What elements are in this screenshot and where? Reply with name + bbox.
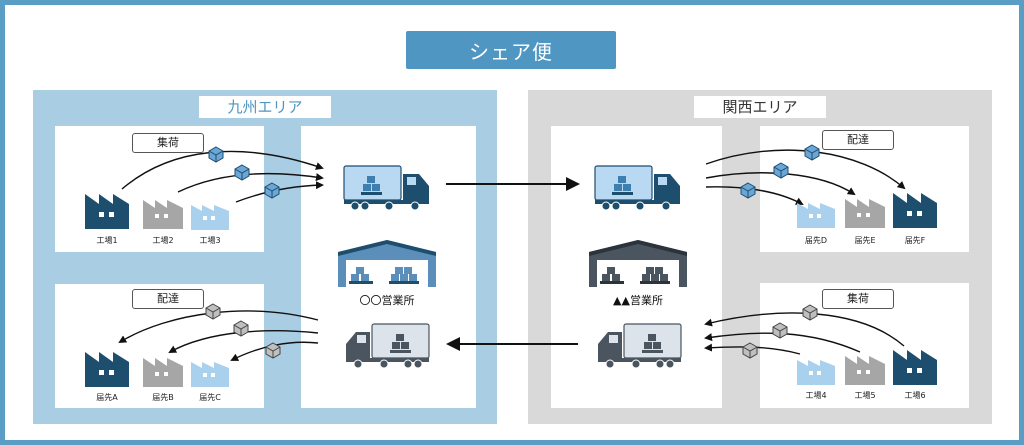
- kansai-collect-pill: 集荷: [822, 289, 894, 309]
- page-title: シェア便: [406, 31, 616, 69]
- warehouse-kyushu-icon: [338, 240, 436, 287]
- office-kansai-label: ▲▲営業所: [613, 294, 663, 307]
- kyushu-area-label: 九州エリア: [199, 96, 331, 118]
- warehouse-kansai-icon: [589, 240, 687, 287]
- factory-3-label: 工場3: [199, 236, 221, 245]
- truck-kyushu-inbound-icon: [346, 323, 430, 369]
- package-icon: [265, 342, 281, 359]
- arrow-kansai-deliver-d: [705, 186, 804, 205]
- factory-1-icon: [85, 194, 129, 229]
- kyushu-deliver-pill: 配達: [132, 289, 204, 309]
- package-icon: [772, 322, 788, 339]
- destination-b-icon: [143, 358, 183, 387]
- destination-a-icon: [85, 352, 129, 387]
- arrow-kansai-collect-6: [704, 312, 905, 347]
- destination-e-label: 届先E: [854, 236, 876, 245]
- kansai-area-label: 関西エリア: [694, 96, 826, 118]
- factory-1-label: 工場1: [96, 236, 118, 245]
- truck-kansai-inbound-icon: [594, 165, 680, 211]
- factory-6-label: 工場6: [904, 391, 926, 400]
- factory-2-icon: [143, 200, 183, 229]
- destination-f-label: 届先F: [904, 236, 926, 245]
- factory-4-icon: [797, 360, 835, 385]
- destination-b-label: 届先B: [152, 393, 174, 402]
- package-icon: [264, 182, 280, 199]
- destination-a-label: 届先A: [96, 393, 118, 402]
- truck-kansai-outbound-icon: [598, 323, 682, 369]
- package-icon: [208, 146, 224, 163]
- package-icon: [234, 164, 250, 181]
- factory-2-label: 工場2: [152, 236, 174, 245]
- package-icon: [742, 342, 758, 359]
- arrow-kyushu-collect-2: [177, 172, 324, 193]
- office-kyushu-label: 〇〇営業所: [359, 294, 415, 307]
- package-icon: [233, 320, 249, 337]
- destination-c-label: 届先C: [199, 393, 221, 402]
- package-icon: [205, 303, 221, 320]
- factory-3-icon: [191, 205, 229, 230]
- factory-6-icon: [893, 350, 937, 385]
- package-icon: [802, 304, 818, 321]
- destination-d-label: 届先D: [804, 236, 828, 245]
- destination-f-icon: [893, 193, 937, 228]
- truck-kyushu-outbound-icon: [343, 165, 429, 211]
- kansai-deliver-pill: 配達: [822, 130, 894, 150]
- factory-4-label: 工場4: [805, 391, 827, 400]
- package-icon: [740, 182, 756, 199]
- factory-5-icon: [845, 356, 885, 385]
- destination-e-icon: [845, 199, 885, 228]
- destination-c-icon: [191, 362, 229, 387]
- package-icon: [773, 162, 789, 179]
- factory-5-label: 工場5: [854, 391, 876, 400]
- kyushu-collect-pill: 集荷: [132, 133, 204, 153]
- package-icon: [804, 144, 820, 161]
- destination-d-icon: [797, 203, 835, 228]
